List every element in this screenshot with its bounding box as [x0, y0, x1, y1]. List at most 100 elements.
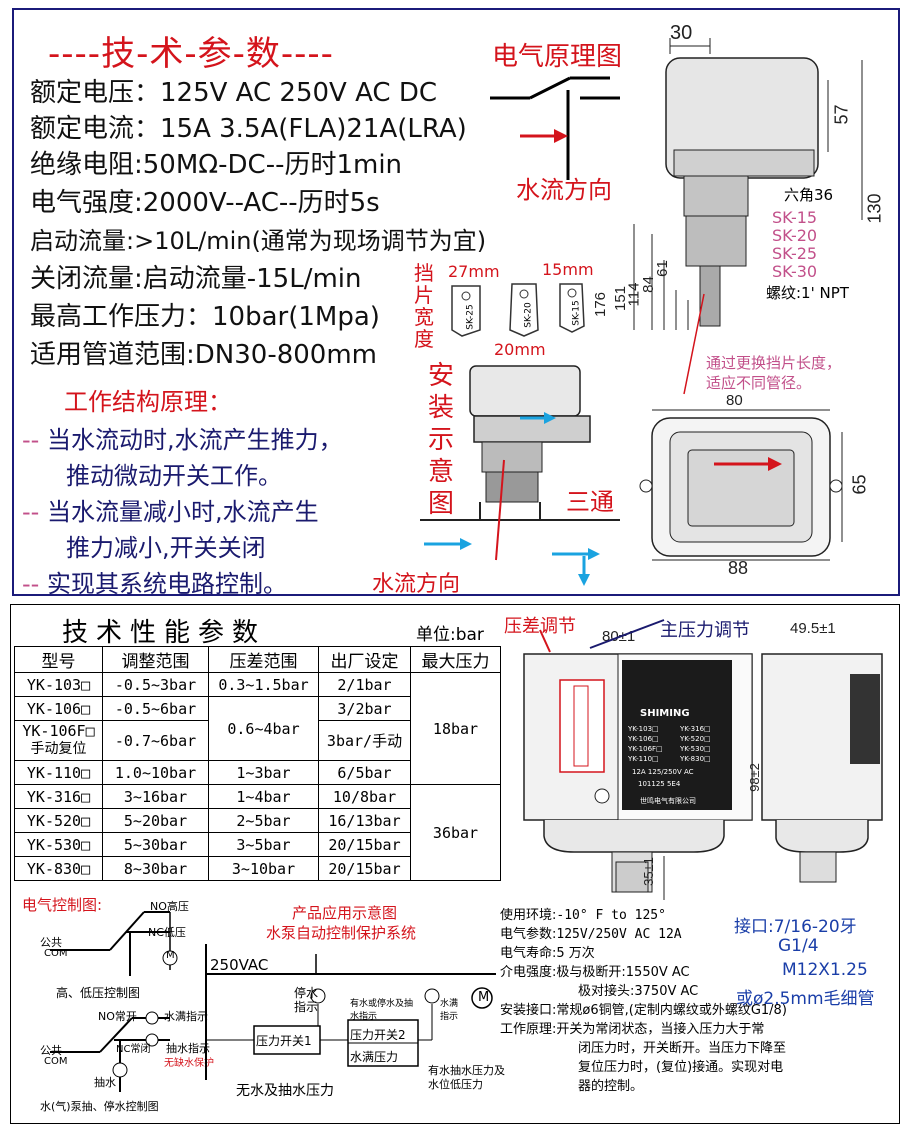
model-sk30: SK-30: [772, 262, 818, 281]
table-row: YK-530□ 5~30bar 3~5bar 20/15bar: [14, 832, 501, 857]
dim-49-5: 49.5±1: [790, 620, 836, 637]
flow-switch-top-view: [639, 409, 843, 561]
elec2-nowater: 无缺水保护: [164, 1058, 214, 1069]
dim-hex: 六角36: [784, 186, 834, 204]
app-mid: 有水或停水及抽水指示: [350, 999, 414, 1022]
spec-value: 常规ø6铜管,(定制内螺纹或外螺纹G1/8): [556, 1003, 787, 1018]
spec-label: 工作原理:: [500, 1022, 557, 1037]
cell: 3~5bar: [208, 832, 319, 857]
cell: 1.0~10bar: [102, 760, 209, 785]
elec2-pump-ind: 抽水指示: [166, 1042, 210, 1055]
device-model: YK-530□: [680, 745, 711, 753]
port-line-1: 接口:7/16-20牙: [734, 917, 857, 937]
cell: YK-106F□手动复位: [14, 720, 103, 761]
brand-label: SHIMING: [640, 708, 690, 719]
spec-value: 极对接头:3750V AC: [578, 984, 699, 999]
col-factory: 出厂设定: [318, 646, 411, 673]
elec1-caption: 高、低压控制图: [56, 986, 141, 1000]
principle-text: 当水流动时,水流产生推力，: [46, 426, 343, 454]
elec1-m: M: [166, 950, 175, 961]
circuit-diagram: [490, 76, 620, 180]
note-line-2: 适应不同管径。: [706, 374, 812, 392]
table-row: YK-316□ 3~16bar 1~4bar 10/8bar 36bar: [14, 784, 501, 881]
spec-strength: 电气强度:2000V--AC--历时5s: [30, 188, 380, 218]
thread-label: 螺纹:1' NPT: [766, 284, 849, 302]
spec-pipe-range: 适用管道范围:DN30-800mm: [30, 340, 377, 370]
cell: 20/15bar: [318, 856, 411, 881]
spec-label: 电气寿命:: [500, 946, 557, 961]
diff-adjust-label: 压差调节: [504, 616, 576, 637]
principle-line: -- 当水流量减小时,水流产生: [22, 492, 319, 527]
elec2-full: 水满指示: [164, 1010, 208, 1023]
spec-label: 介电强度:: [500, 965, 557, 980]
spec-principle: 工作原理:开关为常闭状态，当接入压力大于常: [500, 1020, 787, 1039]
spec-label: 电气参数:: [500, 927, 557, 942]
table-row: YK-520□ 5~20bar 2~5bar 16/13bar: [14, 808, 501, 833]
main-adjust-label: 主压力调节: [660, 620, 750, 641]
device-model: YK-520□: [680, 735, 711, 743]
elec1-no: NO高压: [150, 900, 189, 913]
spec-label: 使用环境:: [500, 908, 557, 923]
paddle-tag-15: SK-15: [571, 300, 582, 326]
paddle-tag-20: SK-20: [523, 302, 534, 328]
principle-line: 推动微动开关工作。: [66, 462, 282, 490]
spec-value: -10° F to 125°: [556, 908, 666, 923]
dim-130: 130: [864, 193, 885, 224]
cell: 6/5bar: [318, 760, 411, 785]
elec1-nc: NC低压: [148, 926, 186, 939]
principle-line: 推力减小,开关关闭: [66, 534, 266, 562]
cell-model: YK-106F□: [22, 722, 95, 740]
cell: -0.5~6bar: [102, 696, 209, 721]
circuit-title: 电气原理图: [492, 42, 623, 72]
device-spec-list: 使用环境:-10° F to 125° 电气参数:125V/250V AC 12…: [500, 906, 787, 1096]
device-model: YK-110□: [628, 755, 659, 763]
cell: YK-106□: [14, 696, 103, 721]
cell: YK-103□: [14, 672, 103, 697]
cell: 10/8bar: [318, 784, 411, 809]
app-stop-ind: 停水指示: [294, 986, 319, 1014]
tee-label: 三通: [566, 488, 614, 516]
dim-88: 88: [728, 558, 749, 578]
principle-dash: --: [22, 498, 40, 526]
dim-61: 61: [653, 260, 671, 277]
flow-switch-side-drawing: [633, 38, 863, 395]
cell: 2/1bar: [318, 672, 411, 697]
app-full-ind: 水满指示: [440, 999, 459, 1022]
cell: 2~5bar: [208, 808, 319, 833]
col-adjust: 调整范围: [102, 646, 209, 673]
performance-table: 型号 调整范围 压差范围 出厂设定 最大压力 YK-103□ -0.5~3bar…: [14, 646, 501, 881]
dim-84: 84: [639, 276, 657, 293]
spec-start-flow: 启动流量:>10L/min(通常为现场调节为宜): [30, 227, 487, 255]
port-line-2: G1/4: [778, 936, 819, 956]
cell-sub: 手动复位: [30, 741, 87, 757]
dim-80: 80: [726, 392, 743, 409]
device-model: YK-830□: [680, 755, 711, 763]
cell: 0.6~4bar: [208, 696, 319, 761]
outlet-arrow-icon: [552, 548, 600, 560]
paddle-tag-25: SK-25: [465, 304, 476, 330]
spec-dielectric: 介电强度:极与极断开:1550V AC: [500, 963, 787, 982]
note-line-1: 通过更换挡片长度，: [706, 354, 842, 372]
device-code: 101125 5E4: [638, 780, 681, 788]
cell: 5~20bar: [102, 808, 209, 833]
dim-57: 57: [831, 104, 852, 125]
cell: YK-316□: [14, 784, 103, 809]
elec2-common: 公共: [40, 1044, 62, 1057]
cell: YK-830□: [14, 856, 103, 881]
spec-value: 125V/250V AC 12A: [556, 927, 682, 942]
spec-value: 5 万次: [556, 946, 595, 961]
dim-35: 35±1: [640, 857, 656, 886]
spec-principle-3: 复位压力时，(复位)接通。实现对电: [578, 1060, 784, 1075]
elec2-caption: 水(气)泵抽、停水控制图: [40, 1100, 159, 1113]
col-max: 最大压力: [410, 646, 501, 673]
cell-max-36: 36bar: [410, 784, 501, 881]
down-arrow-icon: [578, 556, 590, 586]
spec-life: 电气寿命:5 万次: [500, 944, 787, 963]
device-models: YK-103□ YK-106□ YK-106F□ YK-110□: [628, 724, 663, 764]
cell: 3~10bar: [208, 856, 319, 881]
principle-text: 当水流量减小时,水流产生: [46, 498, 319, 526]
paddle-size-15: 15mm: [542, 260, 594, 279]
elec-title: 电气控制图:: [22, 896, 103, 914]
cell: 0.3~1.5bar: [208, 672, 319, 697]
app-motor: M: [478, 990, 490, 1005]
